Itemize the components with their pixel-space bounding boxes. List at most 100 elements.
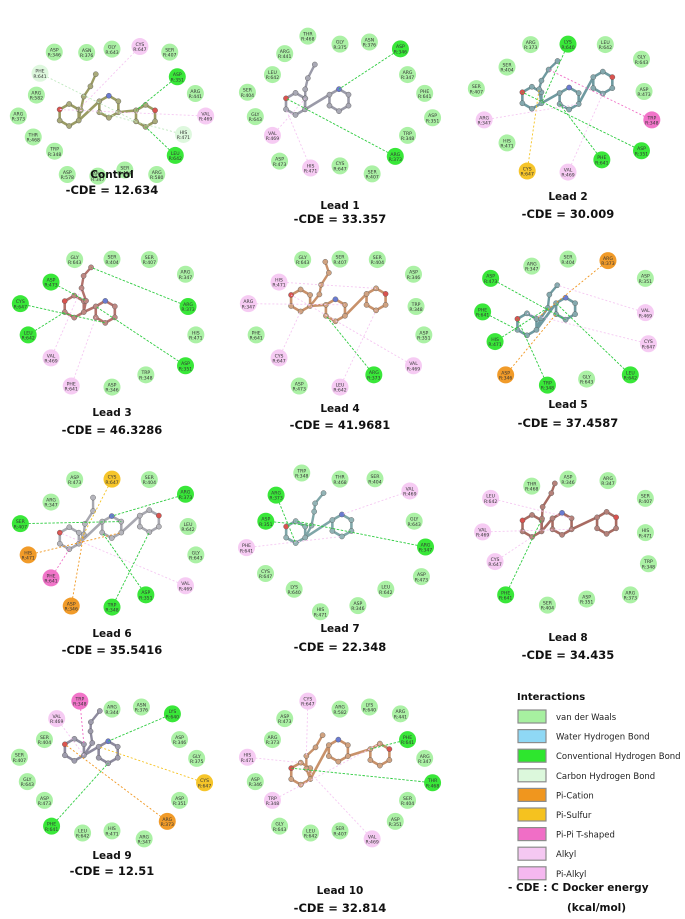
residue-circle: [497, 366, 515, 384]
residue-circle: [42, 273, 60, 291]
residue-circle: [31, 64, 49, 82]
residue-circle: [399, 791, 417, 809]
ligand: [519, 58, 616, 113]
residue-circle: [498, 134, 516, 152]
interaction-line: [59, 109, 206, 117]
residue-circle: [366, 470, 384, 488]
residue-circle: [486, 333, 504, 351]
residue-circle: [103, 250, 121, 268]
residue-circle: [140, 251, 158, 269]
residue-circle: [276, 45, 294, 63]
residue-circle: [263, 731, 281, 749]
residue-circle: [636, 524, 654, 542]
interaction-line: [28, 532, 122, 556]
interaction-line: [145, 126, 176, 156]
residue-circle: [285, 580, 303, 598]
residue-circle: [636, 489, 654, 507]
residue-circle: [331, 250, 349, 268]
residue-circle: [639, 335, 657, 353]
interaction-line: [70, 317, 97, 387]
residue-circle: [103, 378, 121, 396]
residue-circle: [578, 590, 596, 608]
residue-circle: [238, 748, 256, 766]
interaction-line: [50, 281, 87, 302]
residue-circle: [518, 162, 536, 180]
interaction-line: [20, 303, 106, 324]
residue-circle: [559, 163, 577, 181]
panel-energy: -CDE = 30.009: [522, 207, 615, 221]
residue-circle: [103, 822, 121, 840]
legend-swatch: [517, 709, 547, 724]
residue-circle: [116, 161, 134, 179]
residue-circle: [299, 692, 317, 710]
interaction-line: [526, 89, 540, 172]
residue-circle: [58, 165, 76, 183]
legend-label: Pi-Sulfur: [556, 811, 592, 821]
residue-circle: [475, 111, 493, 129]
residue-circle: [497, 586, 515, 604]
residue-circle: [168, 68, 186, 86]
residue-circle: [401, 482, 419, 500]
residue-circle: [368, 251, 386, 269]
interaction-line: [517, 318, 548, 386]
panel-name: Lead 5: [548, 399, 587, 411]
interaction-line: [541, 43, 569, 104]
interaction-line: [247, 756, 301, 764]
legend-note-unit: (kcal/mol): [567, 902, 626, 914]
interaction-line: [536, 260, 609, 320]
residue-circle: [523, 257, 541, 275]
residue-circle: [302, 159, 320, 177]
